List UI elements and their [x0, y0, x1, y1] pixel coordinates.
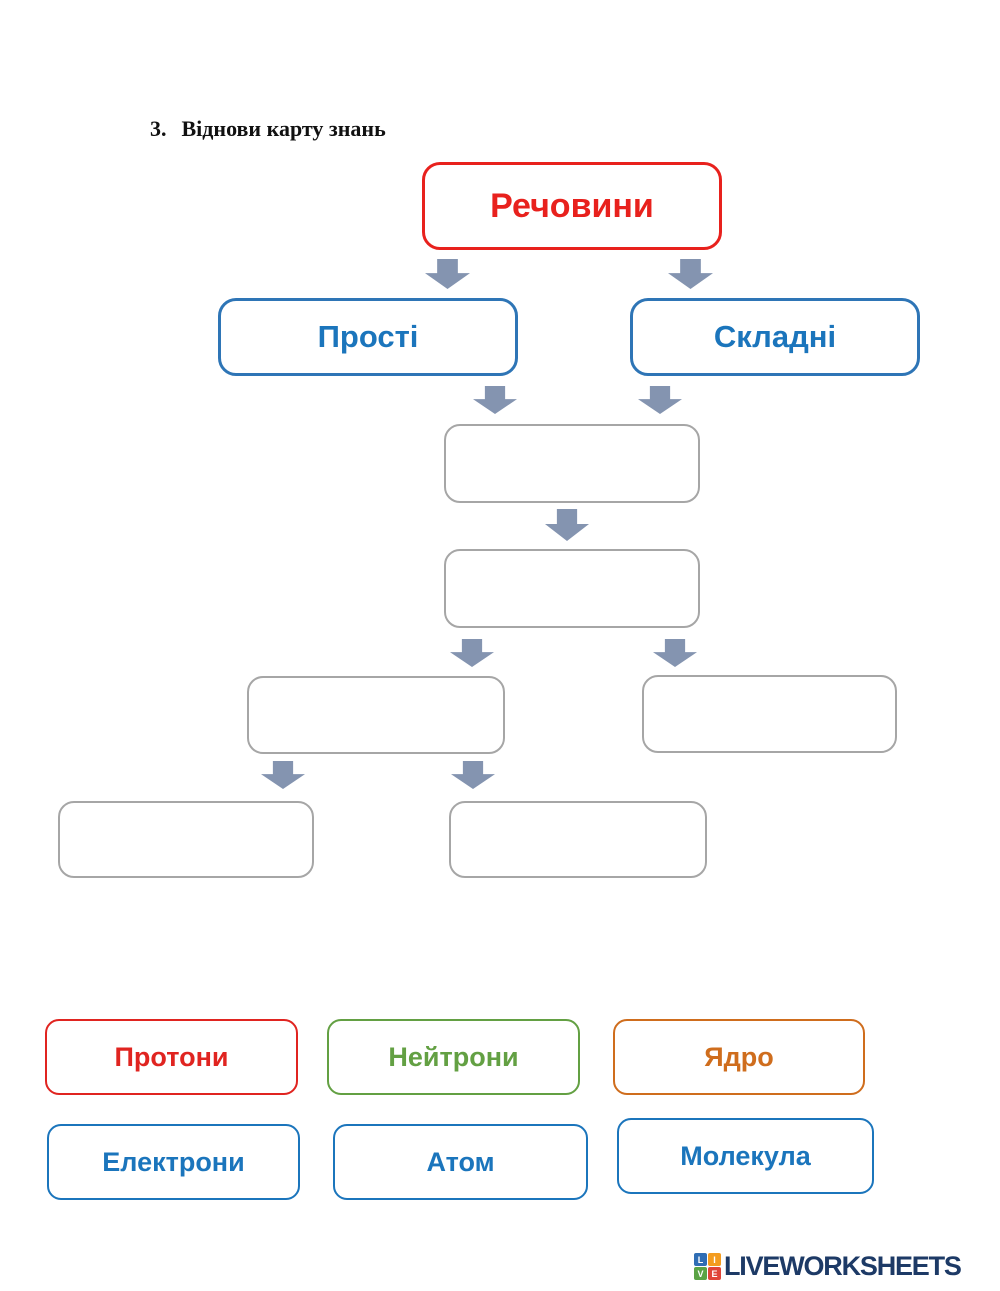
down-arrow-icon [473, 386, 517, 414]
exercise-title: 3. Віднови карту знань [150, 116, 386, 142]
down-arrow-icon [450, 639, 494, 667]
chip-nucleus[interactable]: Ядро [613, 1019, 865, 1095]
empty-slot-5[interactable] [58, 801, 314, 878]
down-arrow-icon [638, 386, 682, 414]
empty-slot-1[interactable] [444, 424, 700, 503]
empty-slot-6[interactable] [449, 801, 707, 878]
chip-neutrons[interactable]: Нейтрони [327, 1019, 580, 1095]
down-arrow-icon [451, 761, 495, 789]
empty-slot-2[interactable] [444, 549, 700, 628]
down-arrow-icon [261, 761, 305, 789]
node-complex: Складні [630, 298, 920, 376]
exercise-title-text: Віднови карту знань [181, 116, 386, 141]
down-arrow-icon [425, 259, 470, 289]
down-arrow-icon [668, 259, 713, 289]
empty-slot-3[interactable] [247, 676, 505, 754]
node-substances: Речовини [422, 162, 722, 250]
chip-atom[interactable]: Атом [333, 1124, 588, 1200]
down-arrow-icon [545, 509, 589, 541]
liveworksheets-logo-icon: L I V E [694, 1253, 721, 1280]
logo-square-l: L [694, 1253, 707, 1266]
chip-molecule[interactable]: Молекула [617, 1118, 874, 1194]
node-simple: Прості [218, 298, 518, 376]
exercise-number: 3. [150, 116, 167, 141]
liveworksheets-logo[interactable]: L I V E LIVEWORKSHEETS [694, 1251, 962, 1282]
logo-square-e: E [708, 1267, 721, 1280]
liveworksheets-wordmark: LIVEWORKSHEETS [724, 1251, 962, 1281]
chip-protons[interactable]: Протони [45, 1019, 298, 1095]
logo-square-i: I [708, 1253, 721, 1266]
empty-slot-4[interactable] [642, 675, 897, 753]
down-arrow-icon [653, 639, 697, 667]
logo-square-v: V [694, 1267, 707, 1280]
chip-electrons[interactable]: Електрони [47, 1124, 300, 1200]
